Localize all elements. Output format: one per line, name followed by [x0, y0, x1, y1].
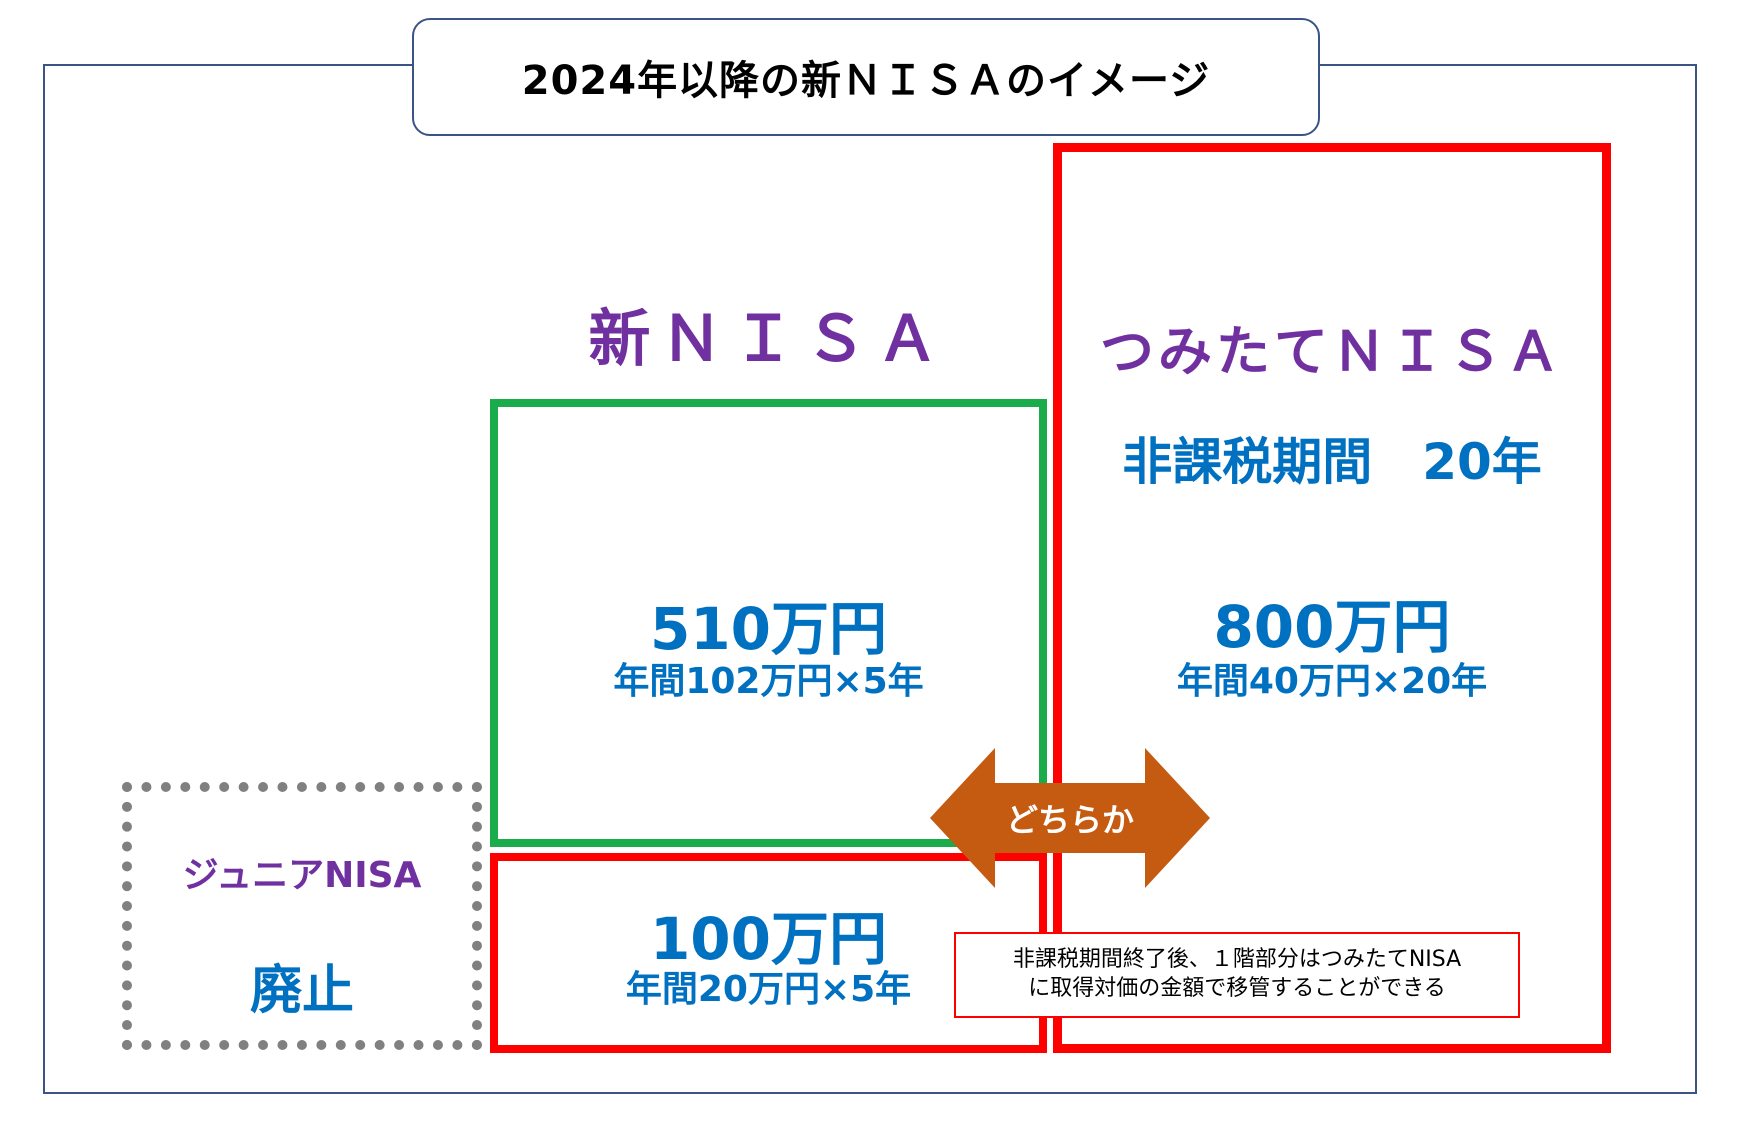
tsumitate-nisa-label: つみたてＮＩＳＡ: [1100, 320, 1564, 383]
double-arrow-icon: [930, 748, 1210, 888]
page-title: 2024年以降の新ＮＩＳＡのイメージ: [412, 18, 1320, 136]
base-detail: 年間20万円×5年: [625, 969, 912, 1010]
growth-detail: 年間102万円×5年: [613, 661, 924, 702]
new-nisa-label: 新ＮＩＳＡ: [588, 302, 949, 375]
junior-nisa-status: 廃止: [249, 961, 354, 1021]
transfer-note-line1: 非課税期間終了後、１階部分はつみたてNISA: [1012, 947, 1462, 973]
tsumitate-nisa-box: [1053, 143, 1611, 1053]
junior-nisa-box: [122, 782, 482, 1050]
growth-amount: 510万円: [649, 595, 888, 663]
junior-nisa-label: ジュニアNISA: [182, 855, 422, 896]
tsumitate-amount: 800万円: [1213, 593, 1451, 661]
tsumitate-detail: 年間40万円×20年: [1176, 661, 1488, 702]
transfer-note: 非課税期間終了後、１階部分はつみたてNISA に取得対価の金額で移管することがで…: [954, 932, 1520, 1018]
transfer-note-line2: に取得対価の金額で移管することができる: [1028, 976, 1446, 1001]
new-nisa-growth-box: [490, 399, 1047, 847]
double-arrow-shape: [930, 748, 1210, 888]
base-amount: 100万円: [649, 905, 888, 973]
tax-free-period: 非課税期間 20年: [1122, 433, 1542, 491]
choice-arrow-label: どちらか: [1005, 801, 1134, 839]
